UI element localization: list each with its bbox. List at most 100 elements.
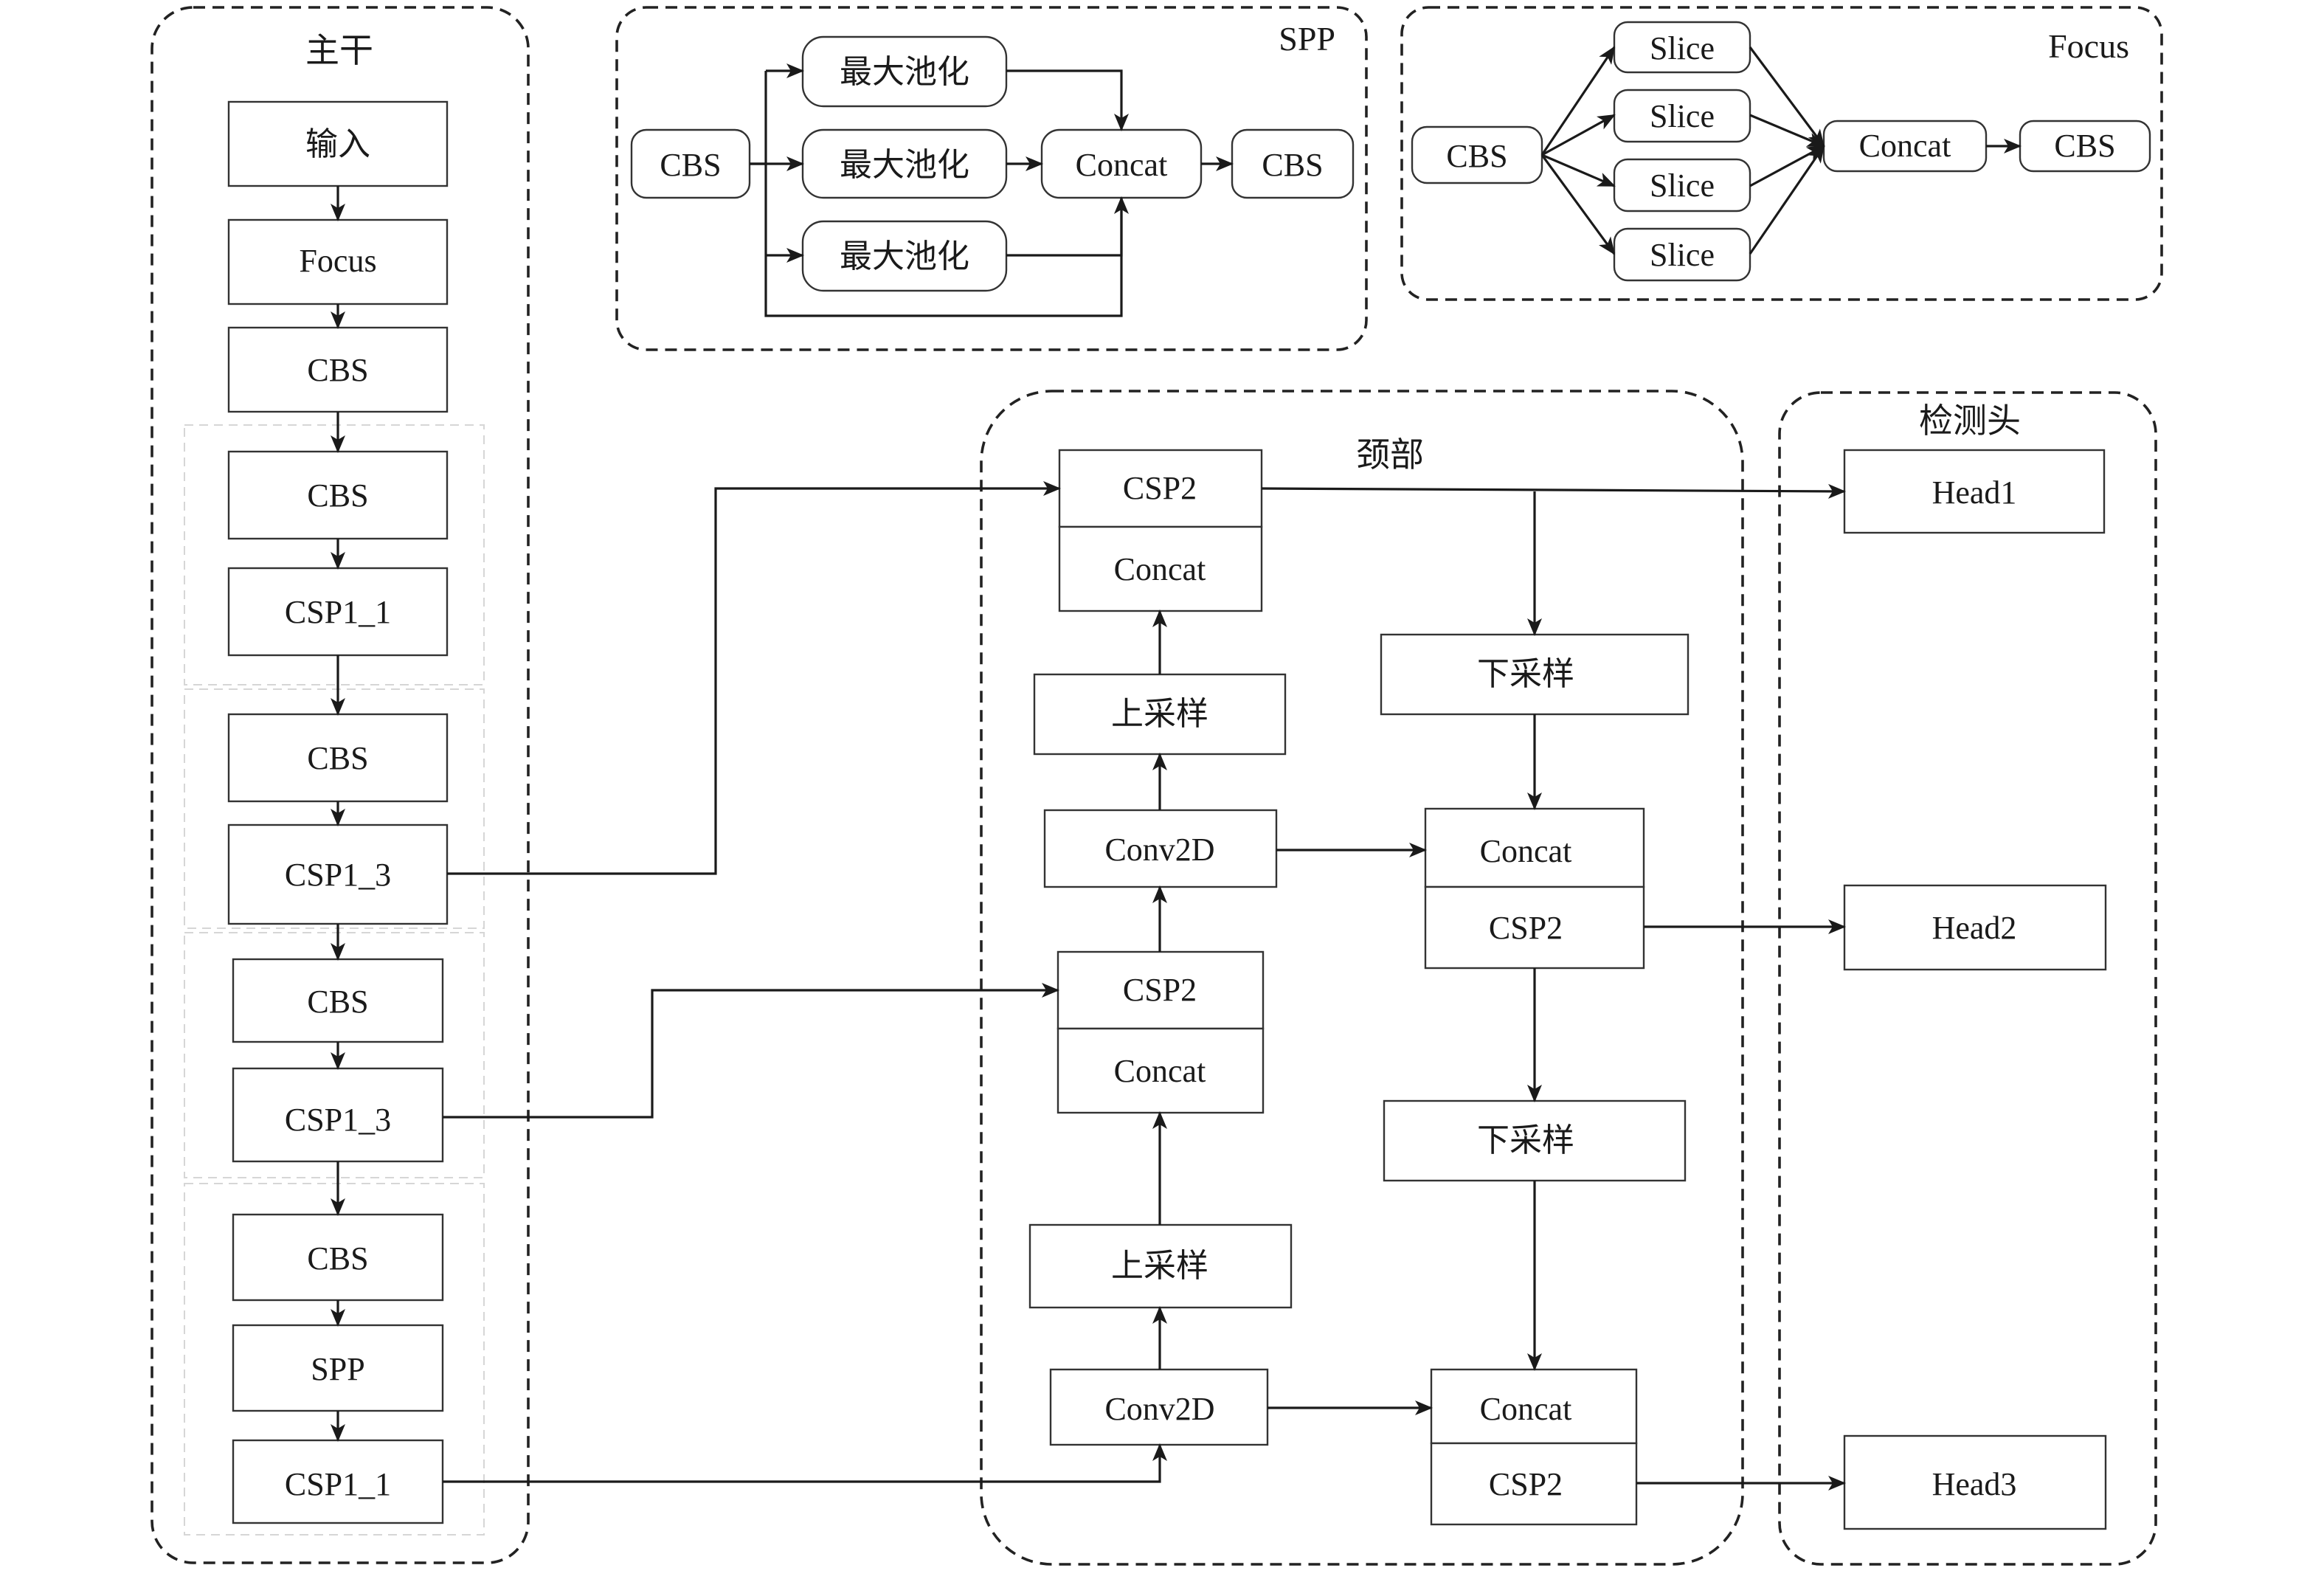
backbone-node-cbs-1: CBS [227,326,449,413]
focus-node-concat: Concat [1822,120,1988,173]
spp-node-maxpool-1: 最大池化 [801,35,1008,108]
focus-node-cbs-out: CBS [2019,120,2151,173]
svg-text:CBS: CBS [660,147,721,183]
focus-edge-to-slice-1 [1540,46,1616,156]
head-node-1: Head1 [1843,449,2106,534]
svg-text:Concat: Concat [1114,1053,1206,1089]
backbone-node-csp1-3-b: CSP1_3 [232,1067,444,1163]
head-node-2: Head2 [1843,884,2107,971]
svg-text:Concat: Concat [1480,1391,1572,1427]
svg-text:CSP2: CSP2 [1489,1466,1563,1502]
backbone-stage-2 [184,688,485,929]
neck-node-upsample-1: 上采样 [1033,673,1287,756]
svg-text:最大池化: 最大池化 [840,238,969,274]
spp-node-cbs-out: CBS [1231,128,1355,199]
backbone-node-csp1-1-b: CSP1_1 [232,1439,444,1524]
neck-node-right-concat-1: Concat [1424,807,1645,888]
backbone-node-input: 输入 [227,100,449,187]
neck-node-conv2d-2: Conv2D [1049,1368,1269,1446]
neck-group: 颈部 CSP2 Concat 上采样 Conv2D CSP2 Concat [980,390,1744,1566]
edge-neck-top-csp2-to-head1 [1261,483,1846,499]
svg-text:输入: 输入 [305,126,370,162]
svg-text:Head1: Head1 [1932,474,2017,511]
focus-edge-slice-1-concat [1749,46,1825,148]
svg-text:Head3: Head3 [1932,1466,2017,1502]
svg-text:CSP2: CSP2 [1123,972,1197,1008]
neck-node-top-concat: Concat [1058,525,1263,612]
svg-text:CSP2: CSP2 [1489,910,1563,946]
neck-node-mid-csp2: CSP2 [1056,950,1265,1030]
backbone-node-csp1-3-a: CSP1_3 [227,823,449,925]
svg-text:CBS: CBS [1446,138,1507,174]
edge-csp1-3-a-to-neck-top-csp2 [447,481,1061,875]
focus-title: Focus [2048,27,2129,65]
svg-text:CBS: CBS [307,740,368,776]
spp-node-concat: Concat [1040,128,1203,199]
svg-text:CSP1_1: CSP1_1 [285,594,391,630]
edge-csp1-3-b-to-neck-mid-csp2 [443,983,1059,1119]
svg-text:最大池化: 最大池化 [840,54,969,90]
backbone-group-border [151,6,530,1564]
neck-node-right-concat-2: Concat [1430,1368,1638,1445]
svg-text:SPP: SPP [311,1351,364,1387]
backbone-node-cbs-5: CBS [232,1213,444,1302]
backbone-stage-1 [184,424,485,685]
focus-node-slice-3: Slice [1613,158,1751,213]
neck-node-upsample-2: 上采样 [1028,1223,1293,1309]
spp-title: SPP [1279,20,1335,58]
focus-node-slice-2: Slice [1613,89,1751,143]
backbone-node-cbs-2: CBS [227,450,449,540]
backbone-node-cbs-4: CBS [232,958,444,1043]
svg-text:Slice: Slice [1650,167,1715,204]
focus-edge-to-slice-2 [1541,114,1616,156]
svg-text:Concat: Concat [1480,833,1572,869]
backbone-node-spp: SPP [232,1324,444,1412]
svg-text:最大池化: 最大池化 [840,147,969,183]
neck-node-right-csp2-1: CSP2 [1424,885,1645,970]
svg-text:Concat: Concat [1076,147,1168,183]
neck-node-conv2d-1: Conv2D [1043,809,1278,888]
focus-edge-to-slice-4 [1540,154,1616,255]
svg-text:CSP1_1: CSP1_1 [285,1466,391,1502]
backbone-node-csp1-1-a: CSP1_1 [227,567,449,657]
head-group-border [1778,391,2157,1566]
backbone-stage-4 [184,1183,485,1536]
svg-text:Slice: Slice [1650,237,1715,273]
svg-text:Concat: Concat [1859,128,1951,164]
head-title: 检测头 [1919,402,2021,440]
svg-text:CBS: CBS [2054,128,2115,164]
spp-edge-pool3-concat [1006,196,1129,257]
focus-edge-to-slice-3 [1541,153,1616,187]
neck-group-border [980,390,1744,1566]
spp-node-maxpool-2: 最大池化 [801,128,1008,199]
backbone-stage-3 [184,932,485,1178]
neck-node-mid-concat: Concat [1056,1027,1265,1114]
focus-edge-slice-4-concat [1749,145,1825,255]
spp-group: SPP CBS 最大池化 最大池化 最大池化 Concat CBS [615,6,1368,351]
backbone-node-focus: Focus [227,218,449,305]
focus-node-slice-4: Slice [1613,227,1751,282]
neck-node-downsample-1: 下采样 [1380,633,1690,716]
svg-text:CBS: CBS [1262,147,1323,183]
svg-text:CBS: CBS [307,352,368,388]
backbone-group: 主干 输入 Focus CBS CBS CSP1_1 CBS [151,6,530,1564]
focus-node-slice-1: Slice [1613,21,1751,74]
head-node-3: Head3 [1843,1434,2107,1530]
svg-text:Focus: Focus [299,243,376,279]
svg-text:Head2: Head2 [1932,910,2017,946]
focus-node-cbs-in: CBS [1411,125,1543,184]
focus-edge-slice-2-concat [1749,114,1825,148]
spp-node-cbs-in: CBS [630,128,751,199]
neck-node-right-csp2-2: CSP2 [1430,1442,1638,1526]
neck-title: 颈部 [1356,436,1424,474]
neck-node-top-csp2: CSP2 [1058,449,1263,528]
svg-text:Conv2D: Conv2D [1104,1391,1214,1427]
spp-edge-pool1-concat [1006,69,1129,131]
svg-text:Concat: Concat [1114,551,1206,587]
spp-node-maxpool-3: 最大池化 [801,220,1008,292]
svg-text:下采样: 下采样 [1477,1122,1574,1158]
svg-text:CBS: CBS [307,477,368,514]
spp-group-border [615,6,1368,351]
head-group: 检测头 Head1 Head2 Head3 [1778,391,2157,1566]
